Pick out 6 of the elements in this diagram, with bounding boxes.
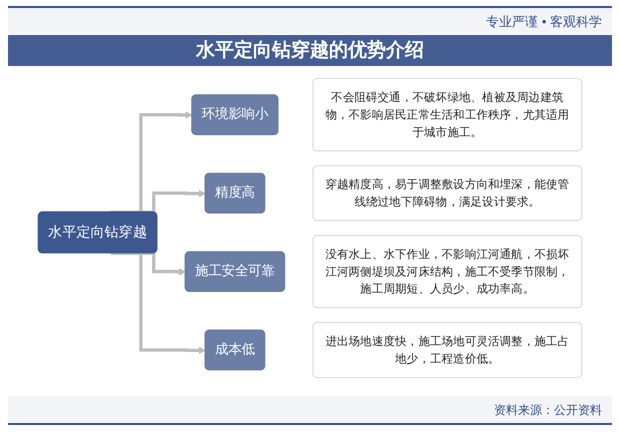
title-banner: 水平定向钻穿越的优势介绍 [8,35,612,66]
slogan-text: 专业严谨 • 客观科学 [486,13,602,31]
arrow [136,190,206,214]
source-note: 资料来源：公开资料 [494,402,602,419]
arrow [110,252,206,354]
arrow [110,111,192,214]
